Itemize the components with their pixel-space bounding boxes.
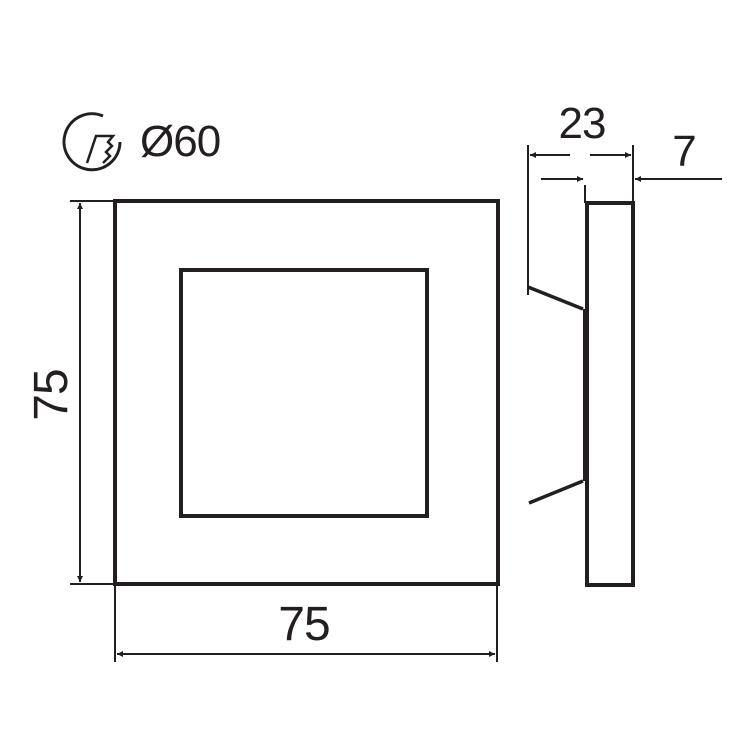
front-view-outer-frame: [113, 199, 500, 586]
front-view-inner-window: [179, 268, 429, 518]
plate-thickness-label: 7: [672, 127, 695, 176]
width-label: 75: [278, 598, 329, 651]
height-label: 75: [25, 369, 78, 420]
side-view-body: [527, 145, 587, 505]
hole-cutout-icon: [62, 112, 122, 172]
width-dimension: [114, 584, 498, 662]
side-view-plate: [585, 201, 635, 587]
depth-dimension: [530, 145, 634, 203]
height-dimension: [70, 200, 115, 585]
depth-label: 23: [559, 99, 606, 148]
cutout-diameter-label: Ø60: [140, 117, 220, 166]
